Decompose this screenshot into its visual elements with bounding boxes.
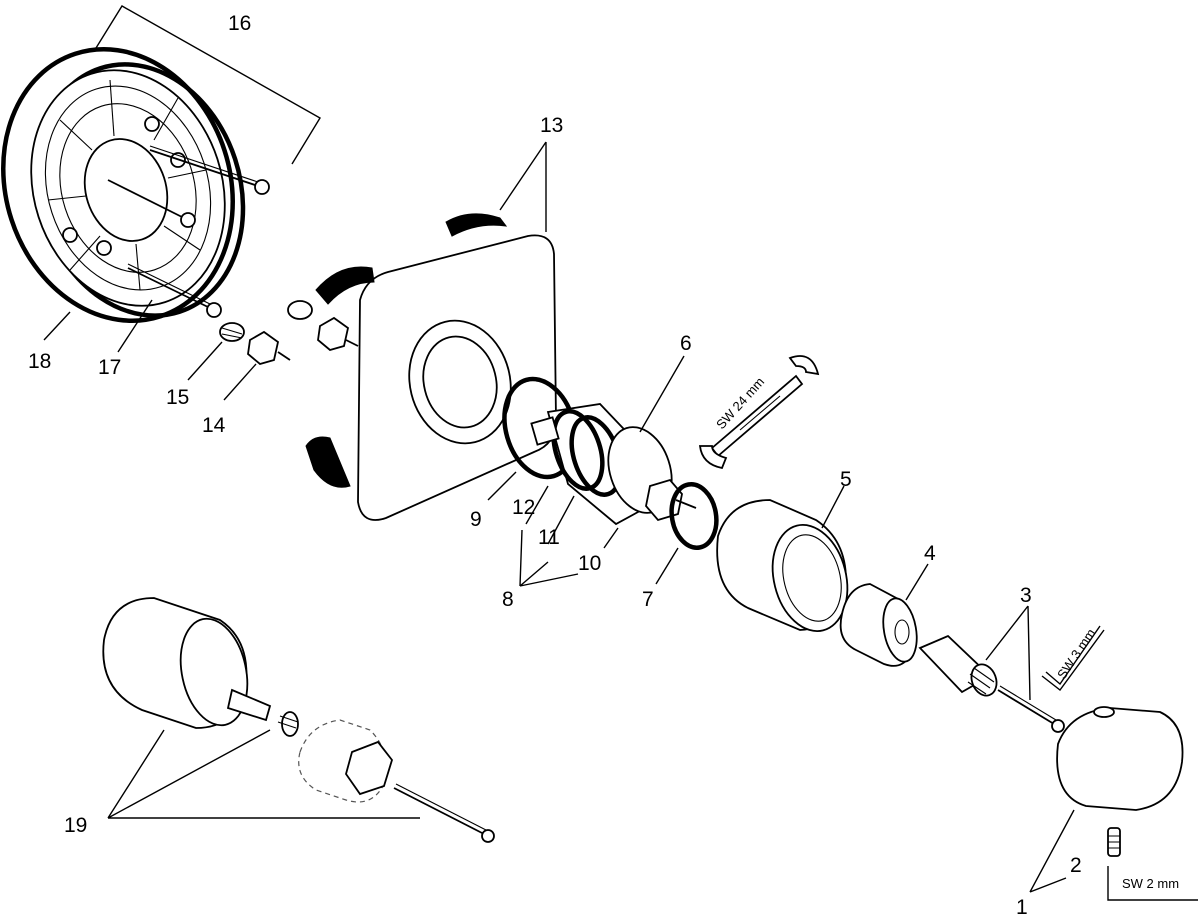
cover-plate: [287, 213, 557, 521]
cartridge: [530, 403, 697, 526]
grub-screw: [1107, 827, 1121, 857]
wrench-icon: SW 24 mm: [698, 355, 820, 470]
label-5: 5: [840, 468, 852, 491]
hex-key-3-icon: SW 3 mm: [1041, 625, 1105, 691]
label-3: 3: [1020, 584, 1032, 607]
label-14: 14: [202, 414, 226, 437]
adapter: [839, 583, 918, 667]
check-valve-left: [247, 330, 291, 365]
label-1: 1: [1016, 896, 1028, 916]
label-12: 12: [512, 496, 535, 519]
label-9: 9: [470, 508, 482, 531]
label-13: 13: [540, 114, 563, 137]
sleeve: [716, 499, 849, 633]
label-8: 8: [502, 588, 514, 611]
label-10: 10: [578, 552, 601, 575]
leader-lines: [43, 5, 1075, 893]
label-17: 17: [98, 356, 121, 379]
extension-set: [102, 597, 495, 843]
hex-key-2-label: SW 2 mm: [1122, 876, 1179, 891]
hex-key-2-icon: SW 2 mm: [1107, 866, 1198, 901]
label-7: 7: [642, 588, 654, 611]
extension-screw: [918, 634, 1065, 733]
hex-key-3-label: SW 3 mm: [1054, 626, 1098, 682]
label-6: 6: [680, 332, 692, 355]
label-15: 15: [166, 386, 189, 409]
label-4: 4: [924, 542, 936, 565]
o-ring-7: [669, 482, 719, 550]
wall-box-assembly: [1, 47, 270, 323]
handle-knob: [1056, 706, 1184, 811]
part-labels: 16 13 18 17 15 14 6 9 12 11 10 8 7 5 4 3…: [28, 12, 1082, 916]
label-16: 16: [228, 12, 251, 35]
label-18: 18: [28, 350, 51, 373]
label-19: 19: [64, 814, 87, 837]
label-11: 11: [538, 526, 560, 549]
label-2: 2: [1070, 854, 1082, 877]
strainer-left: [219, 322, 245, 342]
